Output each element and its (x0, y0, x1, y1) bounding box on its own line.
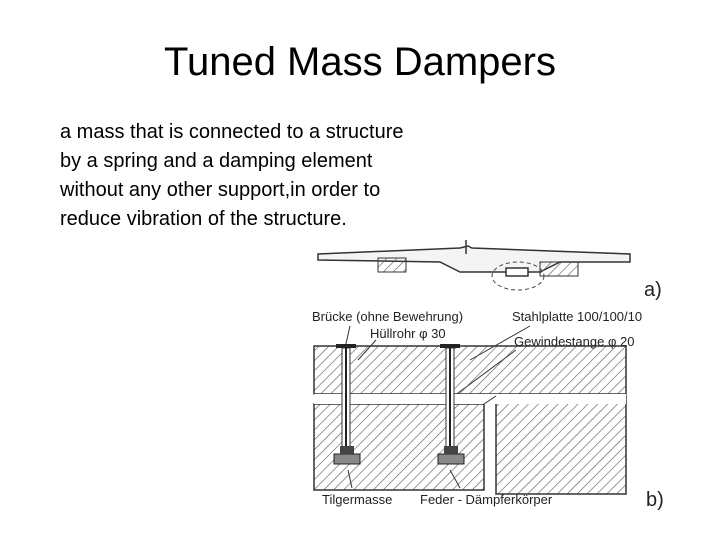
damper-detail (313, 344, 627, 495)
definition-line: without any other support,in order to (60, 179, 381, 201)
figure-label-a: a) (644, 279, 662, 301)
label-spring: Feder - Dämpferkörper (420, 492, 553, 507)
label-plate: Stahlplatte 100/100/10 (512, 309, 642, 324)
label-bridge: Brücke (ohne Bewehrung) (312, 309, 463, 324)
definition-text: a mass that is connected to a structure … (60, 118, 520, 234)
damper-drawing: a) Brücke (ohne Bewehrung) Hüllrohr φ 30… (300, 236, 720, 540)
label-tube: Hüllrohr φ 30 (370, 326, 446, 341)
definition-line: reduce vibration of the structure. (60, 208, 347, 230)
figure-label-b: b) (646, 489, 664, 511)
definition-line: by a spring and a damping element (60, 150, 373, 172)
bridge-cross-section: a) (317, 240, 662, 301)
definition-line: a mass that is connected to a structure (60, 121, 404, 143)
label-mass: Tilgermasse (322, 492, 392, 507)
slide-title: Tuned Mass Dampers (164, 40, 556, 84)
